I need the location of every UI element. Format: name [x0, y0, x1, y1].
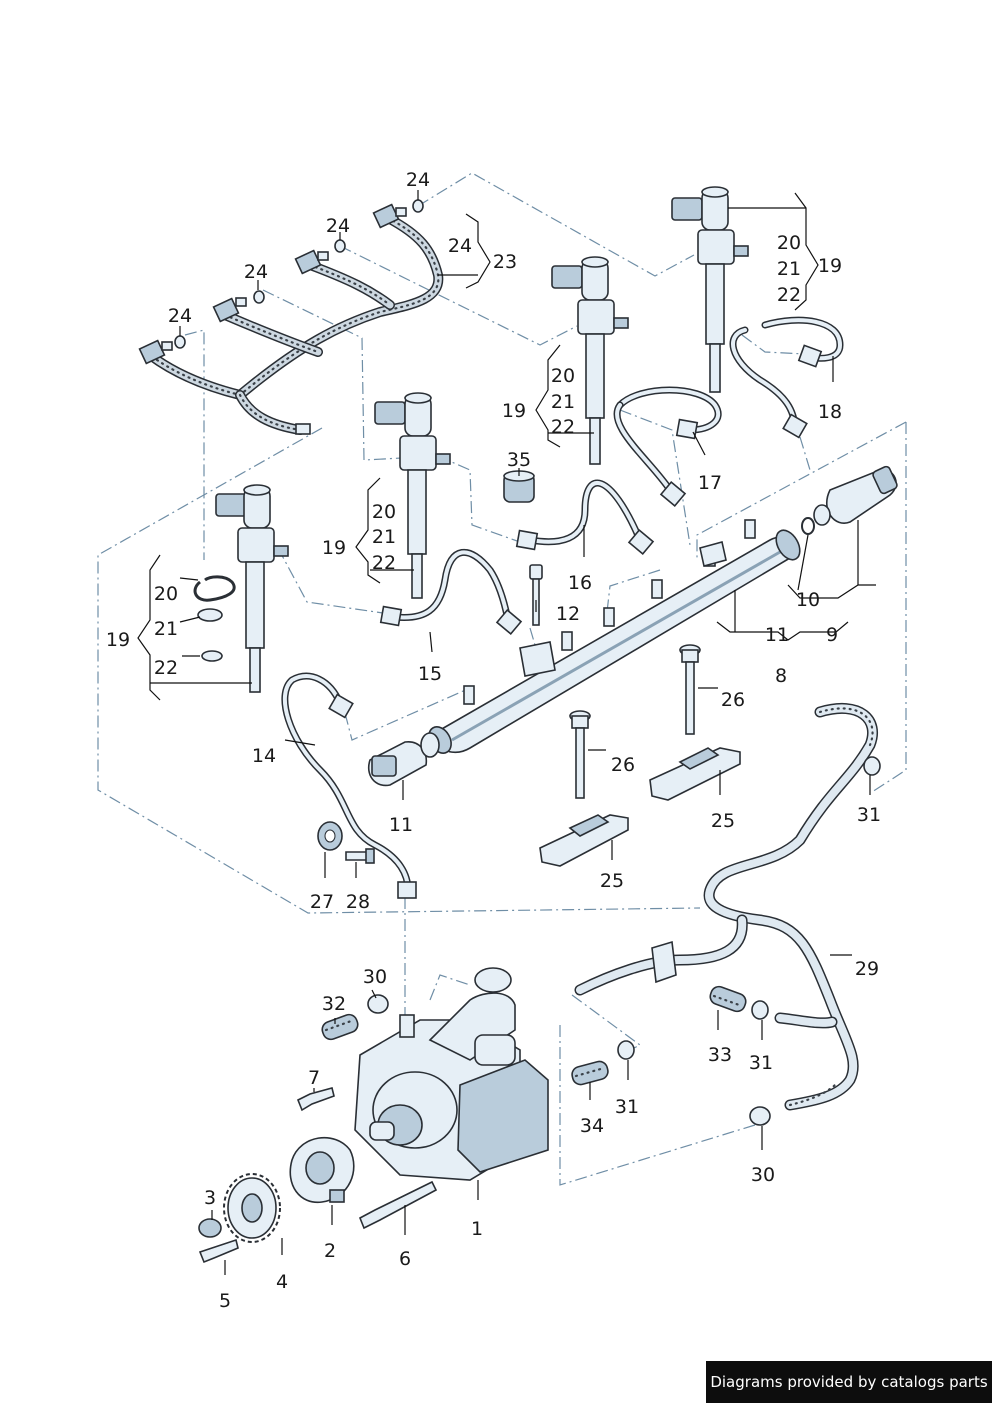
- callout-20: 20: [372, 501, 396, 523]
- callout-23: 23: [493, 251, 517, 273]
- callout-21: 21: [154, 618, 178, 640]
- callout-11: 11: [765, 624, 789, 646]
- callout-32: 32: [322, 993, 346, 1015]
- pressure-valve: [368, 732, 440, 787]
- callout-10: 10: [796, 589, 820, 611]
- callout-26: 26: [611, 754, 635, 776]
- fuel-rail: [428, 519, 801, 754]
- callout-5: 5: [219, 1290, 231, 1312]
- callout-19: 19: [322, 537, 346, 559]
- pump-hub: [289, 1136, 355, 1203]
- callout-6: 6: [399, 1248, 411, 1270]
- bolt: [529, 564, 543, 626]
- callout-26: 26: [721, 689, 745, 711]
- short-hoses: [321, 985, 747, 1086]
- callout-27: 27: [310, 891, 334, 913]
- callout-22: 22: [551, 416, 575, 438]
- injector-wiring-harness: [138, 203, 444, 435]
- callout-11: 11: [389, 814, 413, 836]
- pipe-clamp: [317, 821, 375, 864]
- high-pressure-pipes: [281, 316, 844, 899]
- injector: [215, 484, 289, 693]
- leader-lines: [137, 190, 876, 1275]
- callout-24: 24: [168, 305, 192, 327]
- bracket-bolt: [679, 644, 701, 735]
- connector-nut: [503, 470, 535, 503]
- fasteners: [198, 1087, 438, 1264]
- callout-31: 31: [749, 1052, 773, 1074]
- bracket-bolt: [569, 710, 591, 799]
- pump-sprocket: [223, 1173, 281, 1243]
- callout-16: 16: [568, 572, 592, 594]
- hose-clips: [367, 756, 881, 1126]
- seal-rings: [174, 199, 424, 349]
- callout-15: 15: [418, 663, 442, 685]
- callout-12: 12: [556, 603, 580, 625]
- injector-seal-set: [193, 575, 236, 662]
- callout-31: 31: [615, 1096, 639, 1118]
- callout-19: 19: [502, 400, 526, 422]
- callout-24: 24: [326, 215, 350, 237]
- pressure-sensor: [801, 465, 898, 535]
- callout-20: 20: [551, 365, 575, 387]
- callout-21: 21: [777, 258, 801, 280]
- callout-19: 19: [106, 629, 130, 651]
- callout-24: 24: [244, 261, 268, 283]
- callout-17: 17: [698, 472, 722, 494]
- callout-30: 30: [363, 966, 387, 988]
- callout-25: 25: [711, 810, 735, 832]
- callout-20: 20: [154, 583, 178, 605]
- rail-bracket: [649, 747, 741, 801]
- credit-banner: Diagrams provided by catalogs parts: [706, 1361, 992, 1403]
- callout-3: 3: [204, 1187, 216, 1209]
- callout-14: 14: [252, 745, 276, 767]
- callout-20: 20: [777, 232, 801, 254]
- callout-35: 35: [507, 449, 531, 471]
- callout-21: 21: [551, 391, 575, 413]
- callout-22: 22: [372, 552, 396, 574]
- rail-bracket: [539, 814, 629, 867]
- callout-7: 7: [308, 1067, 320, 1089]
- callout-24: 24: [406, 169, 430, 191]
- callout-22: 22: [154, 657, 178, 679]
- callout-19: 19: [818, 255, 842, 277]
- callout-25: 25: [600, 870, 624, 892]
- injector: [374, 392, 451, 599]
- callout-33: 33: [708, 1044, 732, 1066]
- callout-8: 8: [775, 665, 787, 687]
- callout-30: 30: [751, 1164, 775, 1186]
- callout-31: 31: [857, 804, 881, 826]
- fuel-return-hose: [574, 702, 878, 1111]
- callout-21: 21: [372, 526, 396, 548]
- part-number-callouts: 24 24 24 23 24 24 20 21 22 19 20 21 22 1…: [106, 169, 881, 1312]
- callout-29: 29: [855, 958, 879, 980]
- callout-18: 18: [818, 401, 842, 423]
- callout-9: 9: [826, 624, 838, 646]
- callout-22: 22: [777, 284, 801, 306]
- injector: [671, 186, 749, 393]
- injector: [551, 256, 629, 465]
- callout-4: 4: [276, 1271, 288, 1293]
- callout-2: 2: [324, 1240, 336, 1262]
- callout-1: 1: [471, 1218, 483, 1240]
- callout-28: 28: [346, 891, 370, 913]
- callout-24: 24: [448, 235, 472, 257]
- high-pressure-pump: [354, 967, 549, 1181]
- callout-34: 34: [580, 1115, 604, 1137]
